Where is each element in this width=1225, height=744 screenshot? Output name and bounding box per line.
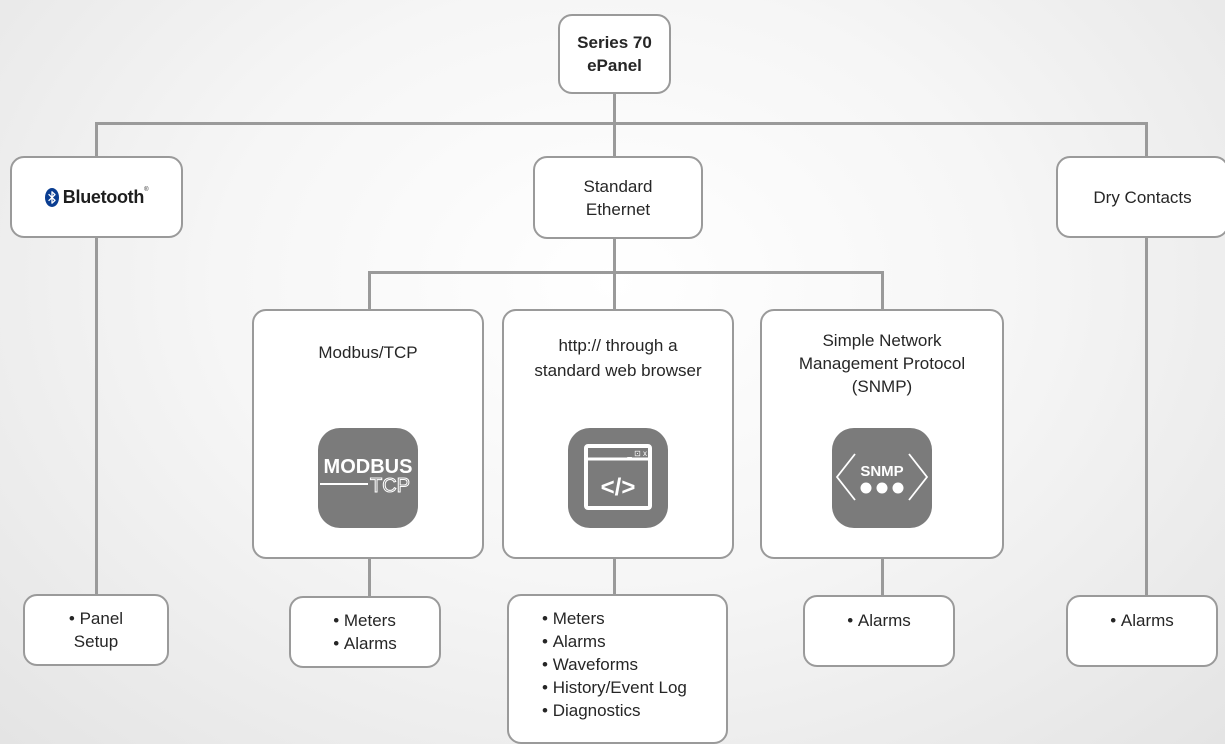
snmp-icon: SNMP (832, 428, 932, 528)
connector-http-output (613, 557, 616, 596)
bluetooth-output-box: • Panel Setup (23, 594, 169, 666)
modbus-icon-text-top: MODBUS (324, 456, 413, 478)
snmp-label-line2: Management Protocol (798, 354, 966, 373)
http-label-line2: standard web browser (534, 361, 702, 380)
http-label-line1: http:// through a (558, 336, 678, 355)
bluetooth-node: Bluetooth® (10, 156, 183, 238)
http-node: http:// through a standard web browser _… (502, 309, 734, 559)
root-node: Series 70 ePanel (558, 14, 671, 94)
list-item: Alarms (805, 609, 953, 632)
modbus-icon-text-bottom: TCP (370, 475, 410, 497)
bluetooth-output-line2: Setup (73, 632, 119, 651)
list-item: Meters (333, 609, 397, 632)
connector-to-bluetooth (95, 122, 98, 158)
connector-ethernet-down (613, 237, 616, 273)
snmp-icon-text: SNMP (860, 463, 903, 480)
connector-modbus-output (368, 557, 371, 598)
bluetooth-label: Bluetooth (62, 186, 145, 207)
modbus-tcp-icon: MODBUS TCP (318, 428, 418, 528)
list-item: Alarms (333, 632, 397, 655)
bluetooth-logo: Bluetooth® (44, 186, 149, 208)
list-item: Waveforms (542, 653, 687, 676)
snmp-output-list: Alarms (805, 609, 953, 632)
snmp-label-line3: (SNMP) (851, 377, 913, 396)
dry-contacts-label: Dry Contacts (1093, 187, 1192, 207)
modbus-label: Modbus/TCP (318, 343, 418, 362)
http-output-list: Meters Alarms Waveforms History/Event Lo… (542, 607, 687, 722)
http-output-box: Meters Alarms Waveforms History/Event Lo… (507, 594, 728, 744)
root-label-line2: ePanel (587, 56, 642, 75)
list-item: History/Event Log (542, 676, 687, 699)
list-item: Diagnostics (542, 699, 687, 722)
connector-root-down (613, 92, 616, 124)
bluetooth-registered-mark: ® (144, 186, 149, 193)
dry-contacts-node: Dry Contacts (1056, 156, 1225, 238)
modbus-icon-graphic: MODBUS TCP (320, 456, 413, 498)
connector-snmp-output (881, 557, 884, 597)
connector-to-http (613, 271, 616, 311)
connector-to-ethernet (613, 122, 616, 158)
snmp-label-line1: Simple Network (822, 331, 942, 350)
modbus-output-box: Meters Alarms (289, 596, 441, 668)
modbus-node: Modbus/TCP MODBUS TCP (252, 309, 484, 559)
dry-contacts-output-box: Alarms (1066, 595, 1218, 667)
ethernet-node: Standard Ethernet (533, 156, 703, 239)
dry-contacts-output-list: Alarms (1068, 609, 1216, 632)
connector-dry-contacts-output (1145, 236, 1148, 597)
ethernet-label-line1: Standard (583, 176, 653, 196)
web-browser-icon-graphic: _ ⊡ x </> (584, 444, 652, 510)
web-browser-window-controls: _ ⊡ x (626, 449, 647, 458)
root-label-line1: Series 70 (577, 33, 652, 52)
bluetooth-output-line1: • Panel (68, 609, 124, 628)
connector-to-dry-contacts (1145, 122, 1148, 158)
list-item: Meters (542, 607, 687, 630)
connector-to-modbus (368, 271, 371, 311)
connector-to-snmp (881, 271, 884, 311)
ethernet-label-line2: Ethernet (585, 199, 651, 219)
connector-bluetooth-output (95, 236, 98, 596)
web-browser-code-tag: </> (601, 474, 636, 501)
list-item: Alarms (1068, 609, 1216, 632)
connector-top-horizontal (95, 122, 1148, 125)
bluetooth-icon (44, 187, 59, 207)
snmp-icon-graphic: SNMP (835, 453, 929, 501)
web-browser-icon: _ ⊡ x </> (568, 428, 668, 528)
list-item: Alarms (542, 630, 687, 653)
snmp-node: Simple Network Management Protocol (SNMP… (760, 309, 1004, 559)
snmp-output-box: Alarms (803, 595, 955, 667)
modbus-output-list: Meters Alarms (333, 609, 397, 655)
connector-mid-horizontal (368, 271, 884, 274)
